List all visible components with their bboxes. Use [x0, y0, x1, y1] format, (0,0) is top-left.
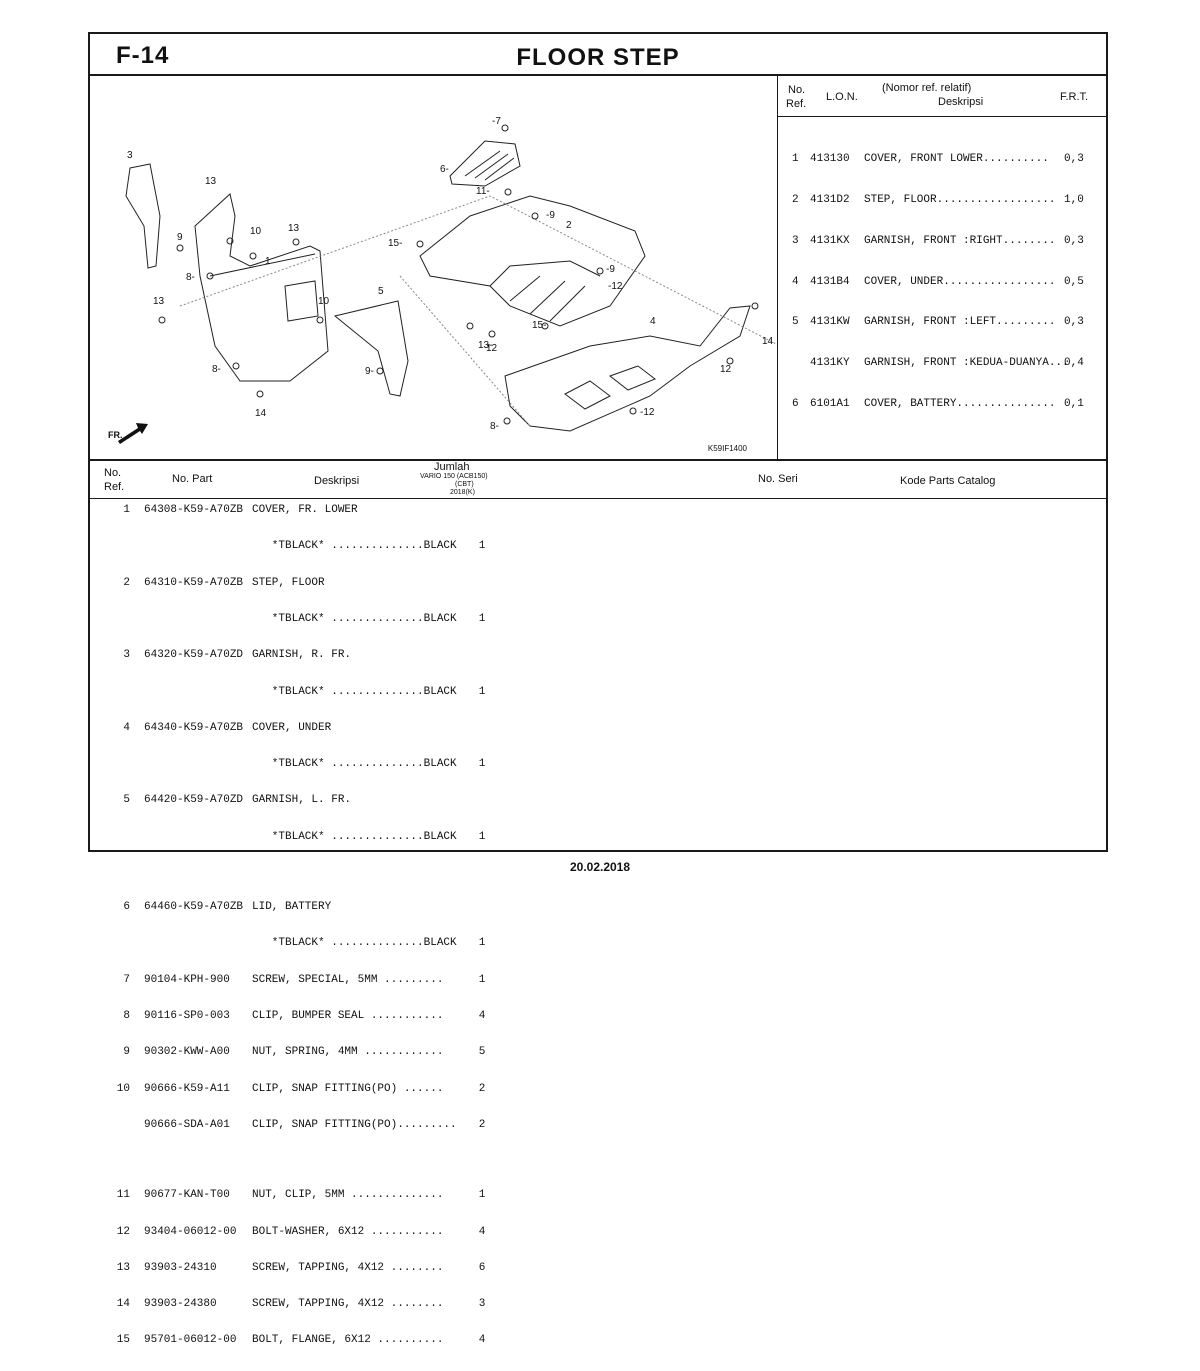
illustration-code: K59IF1400	[707, 444, 747, 453]
svg-text:15-: 15-	[388, 238, 402, 249]
svg-text:13-: 13-	[478, 340, 492, 351]
svg-text:-12: -12	[640, 407, 655, 418]
svg-text:14: 14	[762, 336, 774, 347]
parts-header-serial: No. Seri	[758, 473, 798, 485]
exploded-diagram: -7 6- 11- -9 2 15- -9 -12 4 14 12 13- 15…	[90, 76, 778, 459]
lon-header-frt: F.R.T.	[1060, 91, 1089, 103]
svg-text:-7: -7	[492, 116, 501, 127]
svg-text:12: 12	[486, 343, 498, 354]
part-garnish-right	[125, 163, 161, 269]
svg-text:13: 13	[288, 223, 300, 234]
svg-text:6-: 6-	[440, 164, 449, 175]
parts-header-model: VARIO 150 (ACB150)	[420, 473, 488, 480]
svg-text:10: 10	[318, 296, 330, 307]
svg-text:10: 10	[250, 226, 262, 237]
parts-header-no: No.	[104, 467, 122, 479]
svg-text:15-: 15-	[532, 320, 546, 331]
svg-text:8-: 8-	[490, 421, 499, 432]
parts-header-part: No. Part	[172, 473, 213, 485]
parts-header-type: (CBT)	[455, 481, 474, 488]
parts-header-catalog: Kode Parts Catalog	[900, 475, 996, 487]
lon-header-desc-a: (Nomor ref. relatif)	[882, 82, 972, 94]
svg-text:11-: 11-	[476, 186, 490, 197]
parts-header-desc: Deskripsi	[314, 475, 360, 487]
parts-illustration: -7 6- 11- -9 2 15- -9 -12 4 14 12 13- 15…	[118, 116, 776, 444]
catalog-page: F-14 FLOOR STEP	[88, 32, 1108, 1346]
svg-text:8-: 8-	[212, 364, 221, 375]
lon-header-lon: L.O.N.	[826, 91, 858, 103]
svg-text:4: 4	[650, 316, 656, 327]
svg-text:8-: 8-	[186, 272, 195, 283]
parts-header-ref: Ref.	[104, 481, 125, 493]
part-floor-step	[419, 195, 646, 327]
part-battery-lid	[449, 140, 521, 187]
callout-numbers: -7 6- 11- -9 2 15- -9 -12 4 14 12 13- 15…	[127, 116, 774, 432]
svg-text:13: 13	[153, 296, 165, 307]
svg-text:2: 2	[566, 220, 572, 231]
svg-text:-9: -9	[546, 210, 555, 221]
labor-operation-table: No. Ref. L.O.N. (Nomor ref. relatif) Des…	[778, 76, 1106, 459]
svg-text:14: 14	[255, 408, 267, 419]
lon-header-ref: Ref.	[786, 98, 807, 110]
parts-header-jumlah: Jumlah	[434, 461, 470, 473]
svg-text:-9: -9	[606, 264, 615, 275]
lon-header-desc-b: Deskripsi	[938, 96, 984, 108]
page-header: F-14 FLOOR STEP	[90, 34, 1106, 76]
lon-header-no: No.	[788, 84, 806, 96]
svg-text:9: 9	[177, 232, 183, 243]
part-front-lower-cover	[194, 193, 329, 382]
svg-text:5: 5	[378, 286, 384, 297]
page-title: FLOOR STEP	[516, 44, 680, 71]
svg-text:1: 1	[265, 256, 271, 267]
front-arrow-icon	[118, 423, 148, 444]
part-under-cover	[504, 305, 751, 432]
parts-header-year: 2018(K)	[450, 489, 475, 496]
svg-text:3: 3	[127, 150, 133, 161]
svg-text:9-: 9-	[365, 366, 374, 377]
parts-table-header: No. Ref. No. Part Deskripsi Jumlah VARIO…	[90, 459, 1106, 499]
svg-text:-12: -12	[608, 281, 623, 292]
print-date: 20.02.2018	[569, 860, 631, 874]
svg-text:12: 12	[720, 364, 732, 375]
svg-text:13: 13	[205, 176, 217, 187]
section-code: F-14	[116, 42, 170, 69]
front-direction-label: FR.	[108, 430, 123, 440]
part-garnish-left	[333, 300, 409, 397]
